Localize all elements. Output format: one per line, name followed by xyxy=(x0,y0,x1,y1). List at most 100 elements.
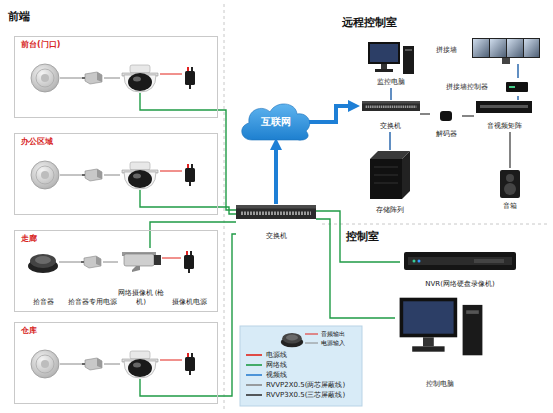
decoder: 解码器 xyxy=(430,110,462,140)
power-icon xyxy=(185,67,195,89)
speaker: 音箱 xyxy=(490,168,530,212)
legend-row: 电源线 xyxy=(246,350,345,360)
label-anchor: 音频输出 xyxy=(321,330,345,337)
speaker-icon xyxy=(500,170,520,198)
camera-power: 摄像机电源 xyxy=(168,248,210,308)
connector xyxy=(509,132,510,168)
power-icon xyxy=(185,164,195,186)
legend-line-sample xyxy=(246,392,262,398)
device-label: 拼接墙控制器 xyxy=(446,83,488,91)
device-label: 网络摄像机 (枪机) xyxy=(117,289,165,306)
power-wire xyxy=(160,360,182,361)
connector xyxy=(274,150,278,204)
pickup-icon xyxy=(28,254,58,273)
connector xyxy=(309,106,348,122)
power-wire xyxy=(160,171,182,172)
network-switch: 交换机 xyxy=(236,204,316,242)
legend-row: RVVP2X0.5(两芯屏蔽线) xyxy=(246,380,345,390)
adapter-icon xyxy=(81,256,101,268)
device-label: 拾音器 xyxy=(33,298,54,306)
internet-cloud: 互联网 xyxy=(243,106,309,138)
section-heading: 控制室 xyxy=(346,230,379,243)
video-wall-icon xyxy=(472,38,540,64)
legend-line xyxy=(246,374,262,376)
audio-wire xyxy=(103,262,118,263)
legend-line-sample xyxy=(246,372,262,378)
connector xyxy=(517,96,518,100)
area-heading: 前台(门口) xyxy=(21,40,211,50)
pickup-icon xyxy=(31,64,59,92)
control-computer: 控制电脑 xyxy=(395,292,485,390)
power-icon xyxy=(185,353,195,375)
separator-line xyxy=(322,224,549,225)
legend-row: 视频线 xyxy=(246,370,345,380)
dome-camera-icon xyxy=(122,65,158,92)
audio-wire xyxy=(104,175,120,176)
device-label: 音视频矩阵 xyxy=(487,122,522,130)
connector xyxy=(316,211,400,262)
connector xyxy=(420,113,430,114)
adapter-icon xyxy=(82,72,102,84)
legend-text: 电源线 xyxy=(266,351,287,359)
area-panel: 走廊拾音器拾音器专用电源网络摄像机 (枪机)摄像机电源 xyxy=(14,230,218,312)
label-anchor: 控制室 xyxy=(346,230,379,243)
cloud-shape xyxy=(242,104,310,140)
device-label: 摄像机电源 xyxy=(172,298,207,306)
audio-wire xyxy=(59,262,81,263)
area-panel: 仓库 xyxy=(14,322,218,404)
network-wire xyxy=(140,379,218,396)
section-heading: 远程控制室 xyxy=(342,16,397,29)
matrix-icon xyxy=(476,101,532,113)
connector xyxy=(389,132,390,150)
leader-line xyxy=(305,334,318,335)
legend-line-sample xyxy=(246,352,262,358)
adapter-icon xyxy=(82,358,102,370)
legend-text: 网络线 xyxy=(266,361,287,369)
dome-camera-icon xyxy=(122,351,158,378)
wall-controller: 拼接墙控制器 xyxy=(444,78,532,96)
pickup-icon xyxy=(31,161,59,189)
connector xyxy=(218,234,236,396)
power-wire xyxy=(162,258,181,259)
network-wire xyxy=(140,190,218,207)
pickup-device: 拾音器 xyxy=(24,248,62,308)
legend-line xyxy=(246,354,262,356)
audio-wire xyxy=(60,78,82,79)
area-heading: 仓库 xyxy=(21,326,211,336)
decoder-icon xyxy=(440,111,452,121)
network-switch: 交换机 xyxy=(360,100,420,132)
storage-array: 存储阵列 xyxy=(365,150,415,216)
computer-icon xyxy=(400,298,483,356)
legend-line xyxy=(246,364,262,366)
connector xyxy=(218,110,236,210)
legend-line xyxy=(246,394,262,396)
legend-row: RVVP3X0.5(三芯屏蔽线) xyxy=(246,390,345,400)
matrix-front xyxy=(480,105,528,108)
device-label: NVR(网络硬盘录像机) xyxy=(425,280,494,288)
legend-row: 网络线 xyxy=(246,360,345,370)
storage-icon xyxy=(370,151,410,199)
area-panel: 前台(门口) xyxy=(14,36,218,118)
area-heading: 走廊 xyxy=(21,234,211,244)
label-anchor: 远程控制室 xyxy=(342,16,397,29)
legend-text: 视频线 xyxy=(266,371,287,379)
device-label: 解码器 xyxy=(436,130,457,138)
audio-wire xyxy=(60,364,82,365)
controller-led xyxy=(509,86,515,88)
video-wall: 拼接墙 xyxy=(434,36,542,64)
legend-line-sample xyxy=(246,382,262,388)
separator-line xyxy=(224,4,225,409)
wire-label: 电源输入 xyxy=(321,339,345,346)
legend-line-sample xyxy=(246,362,262,368)
network-wire xyxy=(140,93,218,110)
nvr-recorder: NVR(网络硬盘录像机) xyxy=(400,250,520,290)
device-label: 交换机 xyxy=(380,122,401,130)
switch-icon xyxy=(236,205,316,219)
connector xyxy=(150,222,236,248)
connector xyxy=(390,88,391,100)
legend-text: RVVP3X0.5(三芯屏蔽线) xyxy=(266,391,345,399)
switch-icon xyxy=(362,101,420,111)
label-anchor: 电源输入 xyxy=(321,339,345,346)
network-camera: 网络摄像机 (枪机) xyxy=(117,248,165,308)
bullet-camera-icon xyxy=(122,252,161,272)
